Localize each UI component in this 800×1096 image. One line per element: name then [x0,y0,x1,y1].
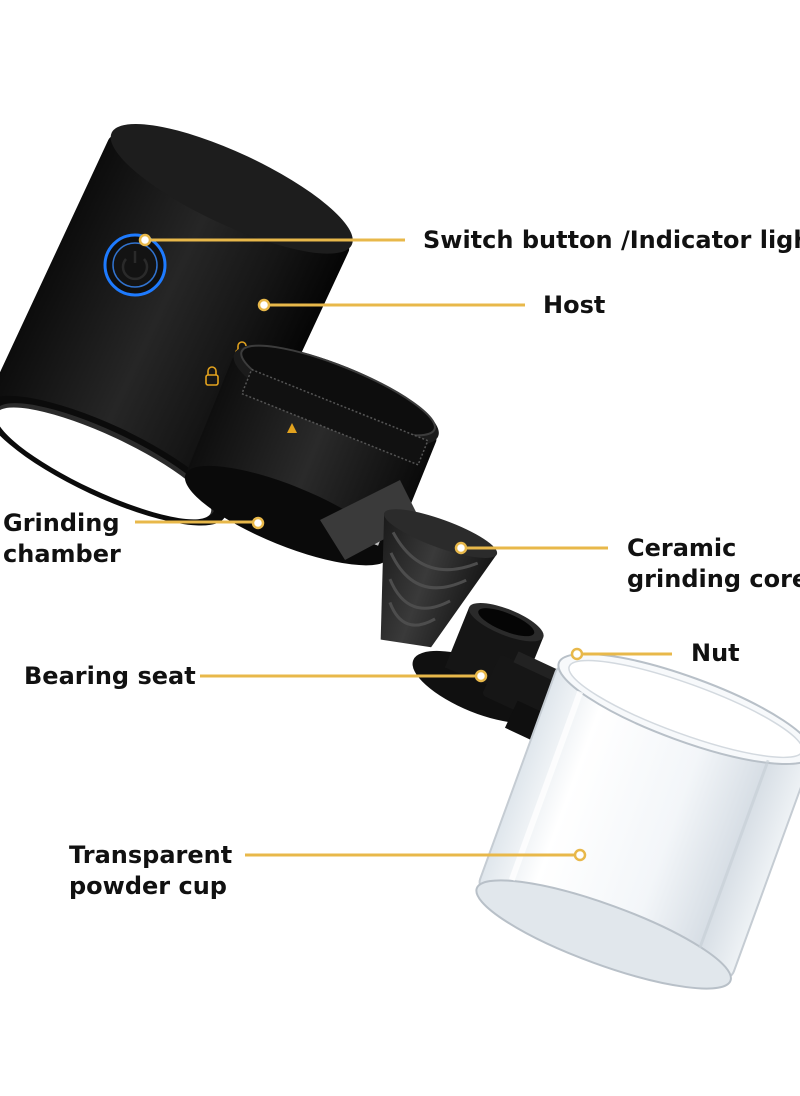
label-bearing-seat: Bearing seat [24,661,196,692]
dot-cup [573,848,587,862]
bracket [320,480,420,560]
dot-switch [138,233,152,247]
label-nut-text: Nut [691,639,740,667]
label-switch-button: Switch button /Indicator light [423,225,800,256]
label-grinding-chamber: Grinding chamber [3,508,121,570]
host-body [0,123,353,526]
label-switch-text: Switch button /Indicator light [423,226,800,254]
label-cup-line2: powder cup [69,872,227,900]
label-host-text: Host [543,291,606,319]
label-ceramic-line2: grinding core [627,565,800,593]
label-grinding-chamber-line2: chamber [3,540,121,568]
label-ceramic-line1: Ceramic [627,534,737,562]
dot-bearing [474,669,488,683]
label-powder-cup: Transparent powder cup [69,840,232,902]
power-switch-icon [103,233,167,297]
leader-lines [135,238,672,857]
label-ceramic-core: Ceramic grinding core [627,533,800,595]
leader-dots [138,233,587,862]
transparent-powder-cup [475,652,800,990]
label-cup-line1: Transparent [69,841,233,869]
label-host: Host [543,290,605,321]
label-bearing-text: Bearing seat [24,662,196,690]
lock-icon [205,366,219,386]
dot-nut [570,647,584,661]
dot-host [257,298,271,312]
arrow-marker-icon [287,423,297,433]
dot-ceramic [454,541,468,555]
dot-grinding-chamber [251,516,265,530]
label-grinding-chamber-line1: Grinding [3,509,120,537]
label-nut: Nut [691,638,740,669]
